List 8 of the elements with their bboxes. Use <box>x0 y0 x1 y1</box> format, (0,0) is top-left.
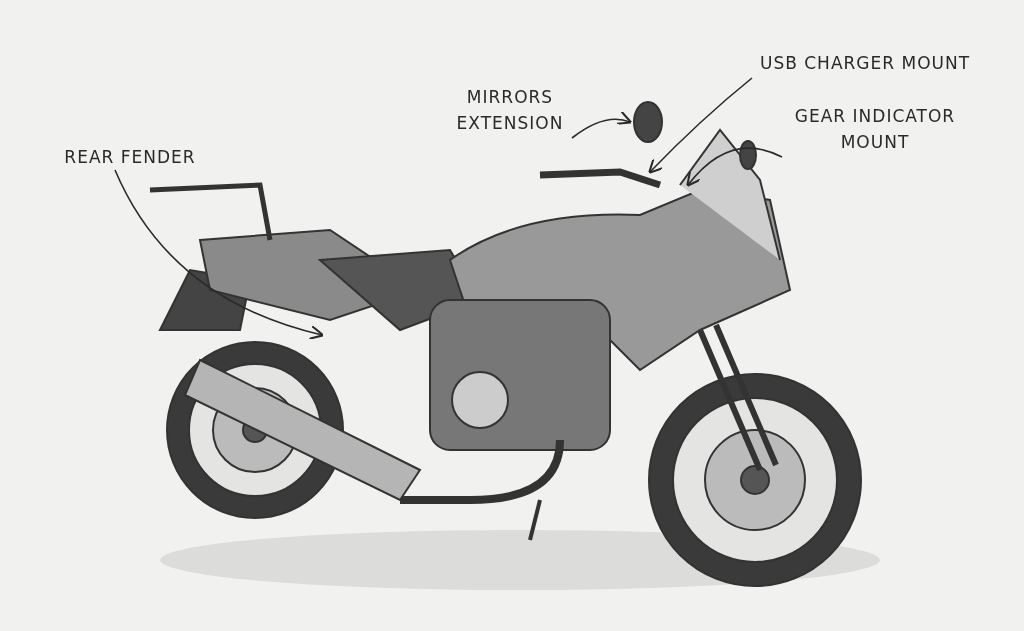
callout-label: REAR FENDER <box>40 144 220 170</box>
callout-label: GEAR INDICATOR MOUNT <box>780 103 970 155</box>
leader-arrow <box>571 111 633 139</box>
callout-label: USB CHARGER MOUNT <box>740 50 990 76</box>
leader-arrow <box>114 169 325 340</box>
callout-label: MIRRORS EXTENSION <box>440 84 580 136</box>
leader-arrow <box>648 77 753 174</box>
leader-arrow <box>686 147 783 187</box>
